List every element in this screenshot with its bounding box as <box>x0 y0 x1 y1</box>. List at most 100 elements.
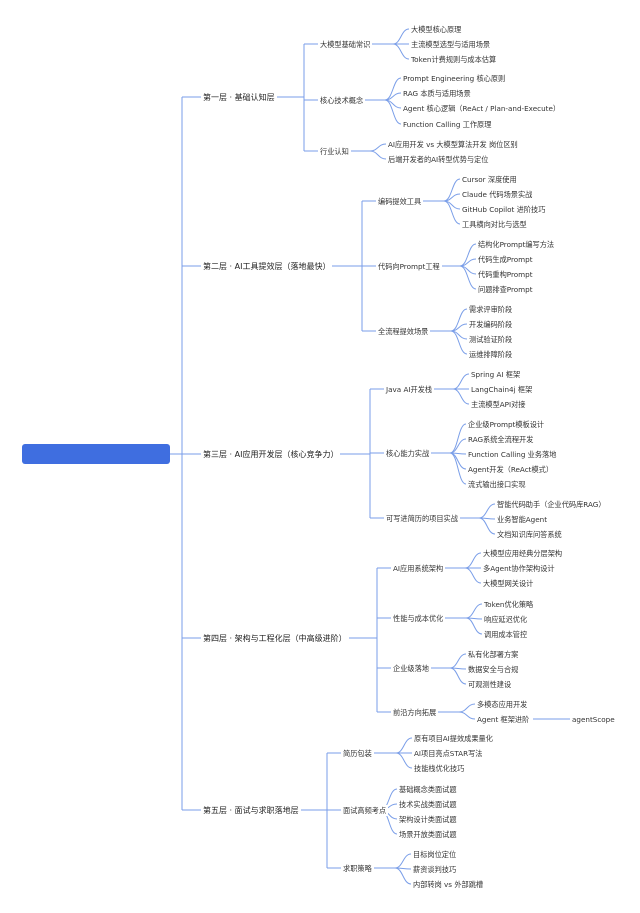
group-node: Java AI开发栈 <box>384 383 435 395</box>
leaf-node: Function Calling 工作原理 <box>401 118 494 130</box>
leaf-node: 原有项目AI提效成果量化 <box>412 732 495 744</box>
leaf-node: 可观测性建设 <box>466 678 514 690</box>
leaf-node: 调用成本管控 <box>482 628 530 640</box>
leaf-link <box>452 373 470 390</box>
leaf-node: 工具横向对比与选型 <box>460 218 529 230</box>
leaf-node: 大模型核心原理 <box>409 23 464 35</box>
leaf-node: 场景开放类面试题 <box>397 828 459 840</box>
leaf-node: 后端开发者的AI转型优势与定位 <box>386 153 491 165</box>
root-node <box>22 444 170 464</box>
leaf-node: 多模态应用开发 <box>475 698 530 710</box>
leaf-node: 响应延迟优化 <box>482 613 530 625</box>
leaf-node: 数据安全与合规 <box>466 663 521 675</box>
leaf-link <box>449 452 467 485</box>
leaf-node: Cursor 深度使用 <box>460 173 519 185</box>
group-node: 性能与成本优化 <box>391 612 446 624</box>
leaf-link <box>450 330 468 355</box>
leaf-link <box>452 388 470 405</box>
leaf-node: 大模型应用经典分层架构 <box>481 547 565 559</box>
leaf-link <box>478 503 496 519</box>
group-node: 简历包装 <box>341 747 374 759</box>
leaf-node: 智能代码助手（企业代码库RAG） <box>495 498 608 510</box>
leaf-link <box>449 423 467 454</box>
leaf-node-extra: agentScope <box>570 713 617 725</box>
leaf-node: 多Agent协作架构设计 <box>481 562 557 574</box>
leaf-node: Function Calling 业务落地 <box>466 448 559 460</box>
leaf-node: 问题排查Prompt <box>476 283 535 295</box>
layer-node: 第四层 · 架构与工程化层（中高级进阶） <box>201 632 349 644</box>
group-node: 编码提效工具 <box>376 195 424 207</box>
leaf-node: 大模型网关设计 <box>481 577 536 589</box>
layer-node: 第一层 · 基础认知层 <box>201 91 277 103</box>
leaf-node: 需求评审阶段 <box>467 303 515 315</box>
leaf-node: RAG 本质与适用场景 <box>401 87 473 99</box>
leaf-node: 代码重构Prompt <box>476 268 535 280</box>
group-node: 求职策略 <box>341 862 374 874</box>
leaf-link <box>465 603 483 619</box>
leaf-node: 主流模型选型与适用场景 <box>409 38 493 50</box>
leaf-link <box>449 667 467 685</box>
leaf-node: Claude 代码场景实战 <box>460 188 535 200</box>
leaf-link <box>394 867 412 885</box>
leaf-node: 架构设计类面试题 <box>397 813 459 825</box>
leaf-link <box>465 617 483 635</box>
leaf-node: 运维排障阶段 <box>467 348 515 360</box>
group-node: 核心能力实战 <box>384 447 432 459</box>
leaf-node: 私有化部署方案 <box>466 648 521 660</box>
leaf-node: 技能栈优化技巧 <box>412 762 467 774</box>
leaf-link <box>478 517 496 535</box>
layer-node: 第五层 · 面试与求职落地层 <box>201 804 301 816</box>
leaf-link <box>392 28 410 45</box>
leaf-node: 流式输出接口实现 <box>466 478 528 490</box>
leaf-node: 主流模型API对接 <box>469 398 528 410</box>
leaf-link <box>449 653 467 669</box>
leaf-link <box>395 737 413 754</box>
group-node: 代码向Prompt工程 <box>376 260 442 272</box>
leaf-link <box>395 752 413 769</box>
group-node: 全流程提效场景 <box>376 325 431 337</box>
leaf-node: Prompt Engineering 核心原则 <box>401 72 508 84</box>
layer-node: 第二层 · AI工具提效层（落地最快） <box>201 260 333 272</box>
leaf-link <box>384 99 402 125</box>
leaf-node: 文档知识库问答系统 <box>495 528 564 540</box>
leaf-link <box>458 703 476 713</box>
leaf-link <box>459 265 477 290</box>
leaf-node: Token计费规则与成本估算 <box>409 53 499 65</box>
leaf-link <box>458 711 476 720</box>
leaf-node: Token优化策略 <box>482 598 536 610</box>
leaf-node: 基础概念类面试题 <box>397 783 459 795</box>
leaf-node: 结构化Prompt编写方法 <box>476 238 557 250</box>
leaf-node: 业务智能Agent <box>495 513 550 525</box>
group-node: 大模型基础常识 <box>318 38 373 50</box>
leaf-link <box>464 552 482 569</box>
group-node: AI应用系统架构 <box>391 562 446 574</box>
leaf-node: 企业级Prompt模板设计 <box>466 418 547 430</box>
leaf-node: 目标岗位定位 <box>411 848 459 860</box>
leaf-node: AI应用开发 vs 大模型算法开发 岗位区别 <box>386 138 520 150</box>
leaf-node: 代码生成Prompt <box>476 253 535 265</box>
leaf-node: 内部转岗 vs 外部跳槽 <box>411 878 486 890</box>
leaf-link <box>449 438 467 454</box>
leaf-node: LangChain4j 框架 <box>469 383 535 395</box>
layer-node: 第三层 · AI应用开发层（核心竞争力） <box>201 448 341 460</box>
leaf-node: Agent 核心逻辑（ReAct / Plan-and-Execute） <box>401 102 563 114</box>
leaf-link <box>369 150 387 160</box>
leaf-link <box>394 853 412 869</box>
leaf-link <box>464 567 482 584</box>
group-node: 可写进简历的项目实战 <box>384 512 460 524</box>
leaf-node: 薪资谈判技巧 <box>411 863 459 875</box>
group-node: 企业级落地 <box>391 662 431 674</box>
leaf-node: 测试验证阶段 <box>467 333 515 345</box>
group-node: 核心技术概念 <box>318 94 366 106</box>
leaf-node: Spring AI 框架 <box>469 368 523 380</box>
leaf-link <box>443 200 461 225</box>
leaf-node: 技术实战类面试题 <box>397 798 459 810</box>
group-node: 面试高频考点 <box>341 804 389 816</box>
leaf-node: Agent 框架进阶 <box>475 713 532 725</box>
leaf-node: 开发编码阶段 <box>467 318 515 330</box>
leaf-node: Agent开发（ReAct模式） <box>466 463 556 475</box>
leaf-node: RAG系统全流程开发 <box>466 433 536 445</box>
leaf-link <box>392 43 410 60</box>
